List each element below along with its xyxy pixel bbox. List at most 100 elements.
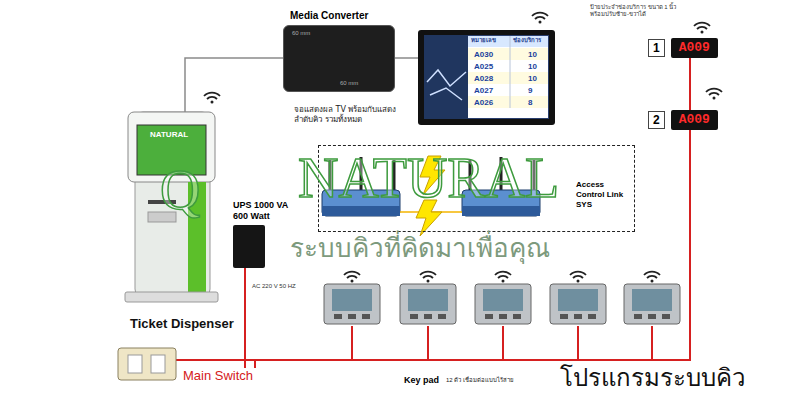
display-caption: จอแสดงผล TV พร้อมกับแสดงลำดับคิว รวมทั้ง… — [294, 105, 412, 125]
wifi-icon — [344, 272, 360, 283]
tv-figure — [468, 48, 548, 60]
keypad-figure — [410, 314, 418, 319]
footer-title: โปรแกรมระบบคิว — [560, 364, 745, 392]
device-heading: Media Converter — [290, 10, 368, 21]
keypad-note: 12 ตัว เชื่อมต่อแบบไร้สาย — [446, 377, 514, 384]
power-connector — [244, 268, 246, 368]
keypad-figure — [550, 284, 606, 324]
power-connector — [255, 130, 690, 368]
table-cell: A028 — [474, 74, 493, 83]
table-cell: A030 — [474, 50, 493, 59]
switch-icon — [128, 355, 142, 373]
wifi-icon — [204, 13, 722, 283]
switch-icon — [118, 348, 176, 380]
wifi-icon — [420, 272, 436, 283]
table-header: หมายเลข — [471, 37, 496, 44]
tv-figure — [424, 35, 549, 119]
wifi-icon — [644, 272, 660, 283]
keypad-figure — [332, 289, 372, 311]
counter-display: 1 A009 — [648, 38, 718, 58]
note-text: ป้ายประจำช่องบริการ ขนาด 1 นิ้ว พร้อมปรั… — [590, 4, 686, 18]
keypad-figure — [624, 284, 680, 324]
watermark: ระบบคิวที่คิดมาเพื่อคุณ — [290, 234, 550, 264]
table-cell: 10 — [528, 50, 537, 59]
power-wire — [352, 326, 652, 360]
kiosk-figure — [125, 112, 218, 302]
wifi-icon — [570, 272, 586, 283]
keypad-figure — [662, 314, 670, 319]
kiosk-figure — [125, 292, 218, 302]
device-heading: Ticket Dispenser — [130, 316, 234, 331]
keypad-figure — [324, 284, 380, 324]
dimension: 60 mm — [340, 80, 358, 87]
tv-figure — [468, 36, 548, 118]
table-cell: 8 — [528, 98, 532, 107]
keypad-figure — [648, 314, 656, 319]
keypad-figure — [324, 284, 680, 324]
keypad-figure — [400, 284, 456, 324]
keypad-figure — [348, 314, 356, 319]
table-cell: 9 — [528, 86, 532, 95]
tv-figure — [418, 30, 555, 125]
dimension: 60 mm — [292, 30, 310, 37]
keypad-label: Key pad — [404, 375, 439, 385]
watermark: Q — [160, 158, 200, 222]
main-switch: Main Switch — [183, 368, 253, 384]
table-cell: A026 — [474, 98, 493, 107]
switch-icon — [151, 355, 165, 373]
ups-unit: UPS 1000 VA 600 Watt — [233, 225, 265, 268]
power-note: AC 220 V 50 HZ — [252, 283, 296, 290]
wifi-icon — [694, 23, 710, 34]
device-heading: UPS 1000 VA 600 Watt — [233, 200, 295, 222]
keypad-figure — [634, 314, 642, 319]
wifi-icon — [495, 272, 511, 283]
watermark: NATURAL — [298, 146, 559, 210]
keypad-figure — [485, 314, 493, 319]
power-connector — [689, 58, 691, 110]
power-connector — [185, 58, 283, 112]
group-label: Access Control Link SYS — [576, 180, 630, 210]
tv-figure — [424, 35, 468, 119]
queue-number: A009 — [671, 38, 718, 58]
tv-figure — [468, 36, 548, 47]
tv-figure — [427, 70, 466, 100]
wifi-icon — [706, 89, 722, 100]
table-cell: 10 — [528, 74, 537, 83]
counter-number: 1 — [648, 39, 665, 57]
table-cell: 10 — [528, 62, 537, 71]
queue-number: A009 — [671, 110, 718, 130]
keypad-figure — [588, 314, 596, 319]
keypad-figure — [550, 284, 606, 324]
keypad-figure — [558, 289, 598, 311]
tv-figure — [418, 30, 555, 125]
keypad-figure — [424, 314, 432, 319]
power-connector — [395, 57, 418, 59]
keypad-figure — [499, 314, 507, 319]
table-cell: A027 — [474, 86, 493, 95]
keypad-figure — [475, 284, 531, 324]
keypad-figure — [560, 314, 568, 319]
tv-figure — [468, 96, 548, 108]
keypad-figure — [400, 284, 456, 324]
wifi-icon — [532, 13, 548, 24]
keypad-figure — [408, 289, 448, 311]
keypad-figure — [334, 314, 342, 319]
keypad-figure — [574, 314, 582, 319]
table-header: ช่องบริการ — [513, 37, 541, 44]
keypad-figure — [483, 289, 523, 311]
keypad-figure — [324, 284, 380, 324]
table-cell: A025 — [474, 62, 493, 71]
switch-icon — [118, 348, 176, 380]
keypad-figure — [513, 314, 521, 319]
keypad-figure — [438, 314, 446, 319]
kiosk-figure — [135, 112, 210, 297]
screen-logo: NATURAL — [150, 130, 188, 139]
counter-display: 2 A009 — [648, 110, 718, 130]
counter-number: 2 — [648, 111, 665, 129]
wifi-icon — [204, 93, 220, 104]
keypad-figure — [475, 284, 531, 324]
tv-figure — [468, 72, 548, 84]
keypad-figure — [632, 289, 672, 311]
keypad-figure — [362, 314, 370, 319]
tv-figure — [510, 36, 511, 108]
